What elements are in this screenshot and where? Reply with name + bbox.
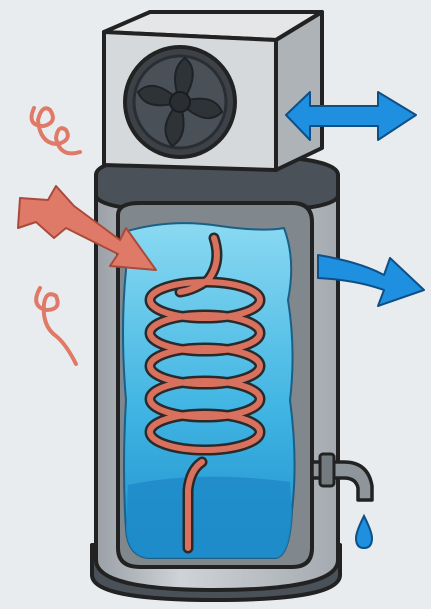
copper-coil-icon xyxy=(144,232,266,554)
warm-air-swirl-icon xyxy=(29,106,82,366)
cool-air-exhaust-arrow-icon xyxy=(285,91,417,141)
hot-water-outlet-arrow-icon xyxy=(317,254,425,307)
unit-side-face xyxy=(274,10,324,172)
faucet-icon xyxy=(310,452,374,502)
tank-water-deep xyxy=(126,476,292,558)
warm-air-intake-arrow-icon xyxy=(17,185,157,271)
water-drop-icon xyxy=(354,513,374,550)
fan-icon xyxy=(123,45,237,159)
